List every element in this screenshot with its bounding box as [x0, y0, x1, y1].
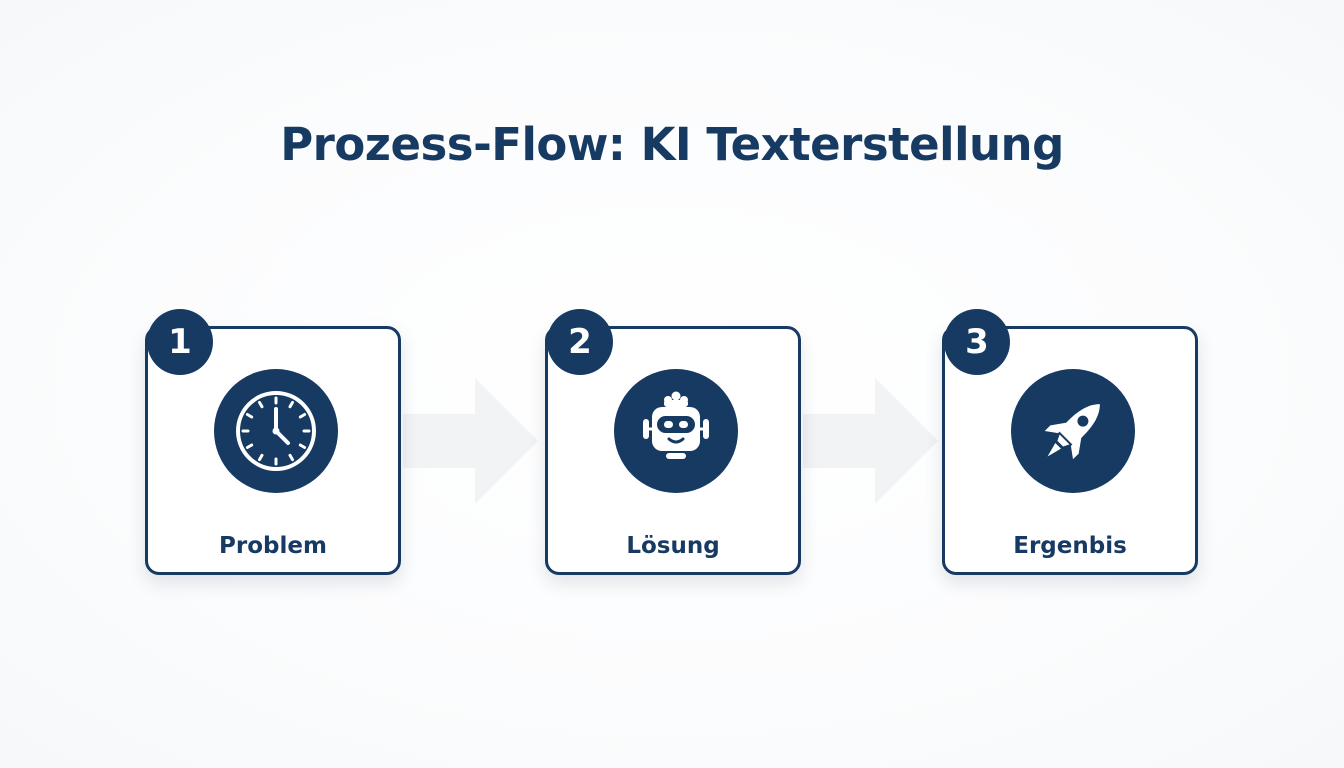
- arrow-right-icon: [403, 378, 538, 504]
- step-number-badge: 3: [944, 309, 1010, 375]
- clock-icon: [214, 369, 338, 493]
- arrow-right-icon: [803, 378, 938, 504]
- robot-icon: [614, 369, 738, 493]
- step-card-ergebnis: 3 Ergenbis: [942, 309, 1198, 575]
- step-card-loesung: 2 Lösung: [545, 309, 801, 575]
- step-number-badge: 1: [147, 309, 213, 375]
- step-label: Ergenbis: [1013, 533, 1127, 559]
- flow-arrow-2-to-3: [803, 376, 943, 506]
- page-title: Prozess-Flow: KI Texterstellung: [280, 118, 1064, 171]
- step-card-problem: 1 Problem: [145, 309, 401, 575]
- step-label: Lösung: [626, 533, 720, 559]
- rocket-icon: [1011, 369, 1135, 493]
- step-number-badge: 2: [547, 309, 613, 375]
- step-label: Problem: [219, 533, 327, 559]
- flow-arrow-1-to-2: [403, 376, 543, 506]
